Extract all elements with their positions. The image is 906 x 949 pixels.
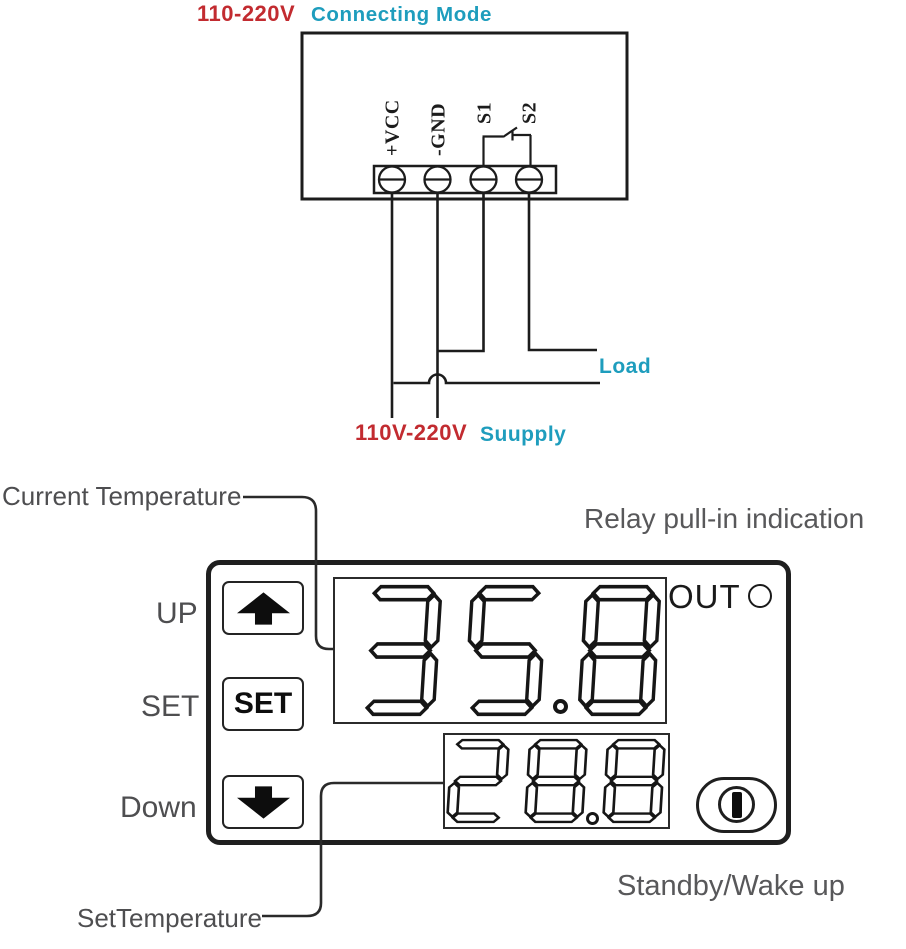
supply-voltage-label: 110V-220V <box>355 420 468 445</box>
title-voltage: 110-220V <box>197 1 296 26</box>
title-connecting-mode: Connecting Mode <box>311 3 492 26</box>
standby-label: Standby/Wake up <box>617 870 845 902</box>
terminal-label-vcc: +VCC <box>382 99 404 156</box>
controller-outline <box>300 31 629 201</box>
power-button[interactable] <box>696 777 777 833</box>
supply-label: Suupply <box>480 423 567 446</box>
terminal-strip <box>372 164 558 195</box>
wire-vcc-load-with-hop <box>393 373 600 385</box>
set-label: SET <box>141 690 200 723</box>
power-icon-bar <box>731 791 742 818</box>
wire-s2-load <box>527 193 597 352</box>
out-led-indicator <box>748 584 772 608</box>
terminal-labels: +VCC -GND S1 S2 <box>382 99 541 156</box>
set-display-digit-3 <box>602 738 666 824</box>
main-display-digit-3 <box>578 584 661 717</box>
up-label: UP <box>156 597 198 630</box>
set-temperature-label: SetTemperature <box>77 903 262 933</box>
down-label: Down <box>120 791 197 824</box>
relay-indication-label: Relay pull-in indication <box>584 503 865 534</box>
up-button[interactable] <box>222 581 304 635</box>
set-display-digit-2 <box>524 738 588 824</box>
terminal-label-s1: S1 <box>474 102 496 124</box>
terminal-label-gnd: -GND <box>428 103 450 156</box>
set-display-digit-1 <box>446 738 510 824</box>
up-arrow-icon <box>236 591 290 625</box>
down-arrow-icon <box>236 785 290 819</box>
terminal-screws <box>377 165 544 194</box>
set-button-text: SET <box>233 687 293 720</box>
wire-s1 <box>438 193 485 353</box>
main-display-decimal-point <box>553 699 568 714</box>
out-label: OUT <box>668 578 741 615</box>
load-label: Load <box>599 355 652 378</box>
terminal-label-s2: S2 <box>519 102 541 124</box>
set-button[interactable]: SET <box>222 677 304 731</box>
wiring-diagram: +VCC -GND S1 S2 <box>300 31 629 418</box>
main-display-digit-2 <box>464 584 547 717</box>
current-temperature-label: Current Temperature <box>2 481 242 511</box>
set-display-decimal-point <box>586 812 599 825</box>
relay-switch-symbol <box>482 126 532 167</box>
power-icon <box>718 786 755 823</box>
down-button[interactable] <box>222 775 304 829</box>
main-display-digit-1 <box>359 584 442 717</box>
